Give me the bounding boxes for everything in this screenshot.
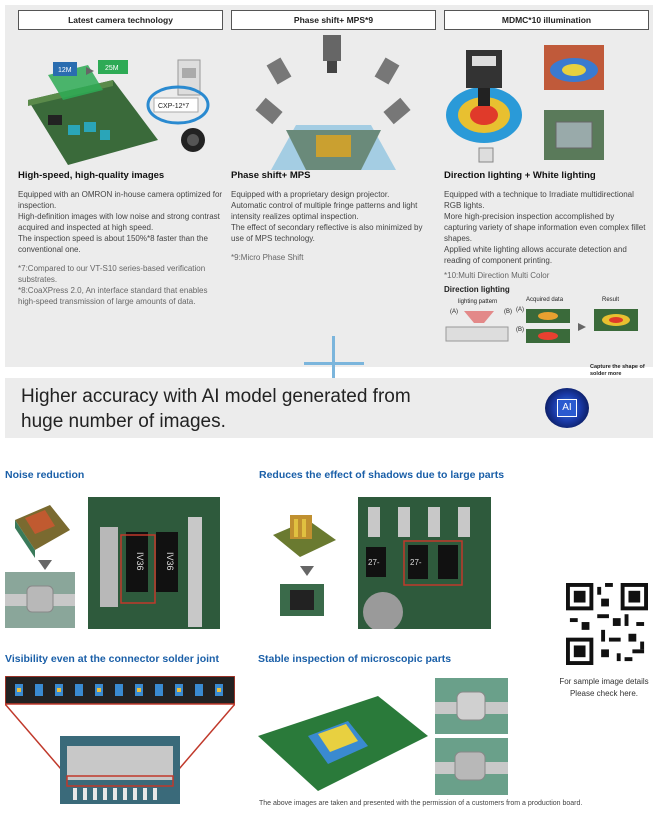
section-title-shadows: Reduces the effect of shadows due to lar… [259, 469, 505, 481]
column-title: High-speed, high-quality images [18, 170, 165, 181]
qr-caption-line: Please check here. [569, 689, 639, 698]
footnote: *8:CoaXPress 2.0, An interface standard … [18, 286, 208, 306]
diagram-label-result: Result [602, 297, 619, 303]
shadow-chip-image [280, 584, 324, 616]
footnote: *10:Multi Direction Multi Color [444, 271, 550, 280]
diagram-label-a: (A) [450, 309, 458, 315]
diagram-label-acquired: Acquired data [526, 297, 564, 303]
column-body: Equipped with a technique to Irradiate m… [444, 189, 649, 266]
body-line: Equipped with a proprietary design proje… [231, 190, 390, 199]
chip-label-noise-2: IV36 [165, 552, 175, 571]
column-phase-shift: Phase shift+ MPS*9 Phase shift+ MPS Equi… [231, 10, 436, 263]
permission-note: The above images are taken and presented… [259, 800, 583, 807]
label-25m: 25M [105, 65, 119, 72]
ai-icon: AI [545, 388, 589, 428]
body-line: High-definition images with low noise an… [18, 212, 220, 232]
chip-label-noise-1: IV36 [135, 552, 145, 571]
chip-label-shadow-1: 27- [368, 558, 380, 567]
projector-illustration [255, 35, 411, 170]
footnote: *7:Compared to our VT-S10 series-based v… [18, 264, 206, 284]
down-arrow-icon [300, 566, 314, 576]
diagram-title: Direction lighting [444, 285, 510, 294]
body-line: The inspection speed is about 150%*8 fas… [18, 234, 208, 254]
camera-illustration: 12M 25M CXP-12*7 [28, 59, 210, 165]
diagram-label-b2: (B) [516, 327, 524, 333]
qr-caption: For sample image details Please check he… [550, 676, 658, 700]
mdmc-illustration [446, 45, 604, 163]
body-line: Equipped with a technique to Irradiate m… [444, 190, 634, 210]
plus-symbol-v [332, 336, 335, 390]
noise-3d-image [15, 505, 70, 558]
micro-photo-1 [435, 678, 508, 734]
connector-images [5, 676, 235, 804]
down-arrow-icon [38, 560, 52, 570]
ai-banner: Higher accuracy with AI model generated … [5, 378, 653, 438]
shadow-board-image: 27- 27- [358, 497, 491, 629]
column-body: Equipped with an OMRON in-house camera o… [18, 189, 223, 255]
column-body: Equipped with a proprietary design proje… [231, 189, 436, 244]
column-title: Direction lighting + White lighting [444, 170, 596, 181]
body-line: Applied white lighting allows accurate d… [444, 245, 627, 265]
diagram-label-b: (B) [504, 309, 512, 315]
micro-3d-image [258, 696, 428, 791]
column-title: Phase shift+ MPS [231, 170, 311, 181]
footnote: *9:Micro Phase Shift [231, 253, 304, 262]
column-header: MDMC*10 illumination [444, 10, 649, 30]
section-title-connector: Visibility even at the connector solder … [5, 653, 219, 665]
direction-lighting-diagram: Direction lighting lighting pattern Acqu… [444, 285, 638, 343]
body-line: More high-precision inspection accomplis… [444, 212, 646, 243]
section-title-micro: Stable inspection of microscopic parts [258, 653, 452, 665]
noise-photo-image [5, 572, 75, 628]
column-header: Phase shift+ MPS*9 [231, 10, 436, 30]
chip-label-shadow-2: 27- [410, 558, 422, 567]
qr-caption-line: For sample image details [559, 677, 649, 686]
shadow-3d-image [273, 515, 336, 557]
body-line: Equipped with an OMRON in-house camera o… [18, 190, 223, 210]
label-12m: 12M [58, 67, 72, 74]
noise-board-image: IV36 IV36 [88, 497, 220, 629]
column-mdmc: MDMC*10 illumination Direction lighting … [444, 10, 649, 384]
label-cxp: CXP-12*7 [158, 103, 189, 110]
ai-banner-text: Higher accuracy with AI model generated … [21, 386, 411, 432]
column-camera: Latest camera technology 12M 25M CXP-12*… [18, 10, 223, 307]
body-line: Automatic control of multiple fringe pat… [231, 201, 418, 221]
micro-photo-2 [435, 738, 508, 795]
ai-badge-label: AI [557, 399, 577, 417]
diagram-label-lighting: lighting pattern [458, 299, 497, 305]
diagram-label-a2: (A) [516, 307, 524, 313]
column-header: Latest camera technology [18, 10, 223, 30]
section-title-noise: Noise reduction [5, 469, 85, 481]
qr-code[interactable] [566, 583, 648, 665]
body-line: The effect of secondary reflective is al… [231, 223, 423, 243]
